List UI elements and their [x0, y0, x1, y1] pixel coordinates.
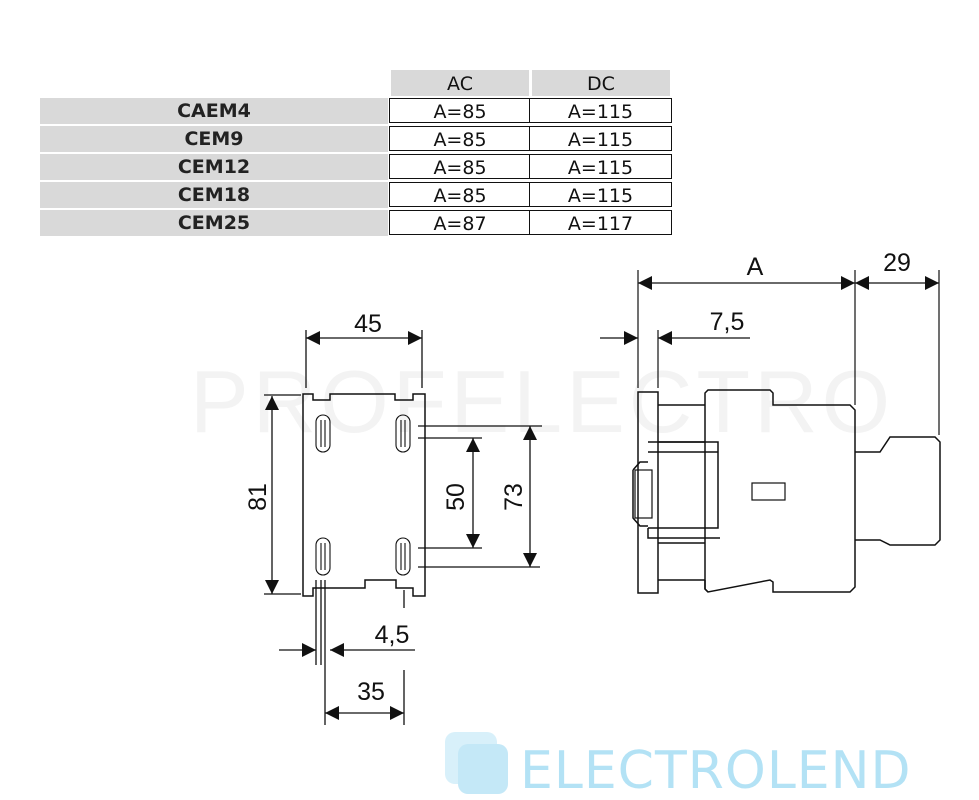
electrolend-logo: ELECTROLEND: [445, 732, 912, 800]
side-view: [600, 270, 941, 594]
watermark-electrolend: ELECTROLEND: [520, 741, 912, 800]
row-model-label: CEM12: [40, 154, 388, 180]
dim-label-50: 50: [442, 483, 470, 511]
dim-label-81: 81: [244, 483, 272, 511]
row-dc-value: A=115: [529, 182, 672, 207]
row-model-label: CEM18: [40, 182, 388, 208]
row-ac-value: A=85: [389, 98, 531, 123]
row-dc-value: A=115: [529, 98, 672, 123]
mounting-slot: [315, 414, 411, 576]
row-dc-value: A=115: [529, 154, 672, 179]
column-header-dc: DC: [532, 70, 670, 96]
dim-label-4-5: 4,5: [375, 621, 410, 649]
column-header-ac: AC: [391, 70, 529, 96]
front-view: [264, 330, 542, 725]
row-ac-value: A=85: [389, 126, 531, 151]
dim-label-73: 73: [500, 483, 528, 511]
dim-label-7-5: 7,5: [710, 308, 745, 336]
row-dc-value: A=117: [529, 210, 672, 235]
row-model-label: CAEM4: [40, 98, 388, 124]
dim-label-45: 45: [354, 310, 382, 338]
dim-label-35: 35: [357, 678, 385, 706]
row-ac-value: A=87: [389, 210, 531, 235]
row-ac-value: A=85: [389, 182, 531, 207]
dim-label-a: A: [747, 253, 764, 281]
row-dc-value: A=115: [529, 126, 672, 151]
dim-label-29: 29: [883, 249, 911, 277]
row-model-label: CEM9: [40, 126, 388, 152]
row-model-label: CEM25: [40, 210, 388, 236]
